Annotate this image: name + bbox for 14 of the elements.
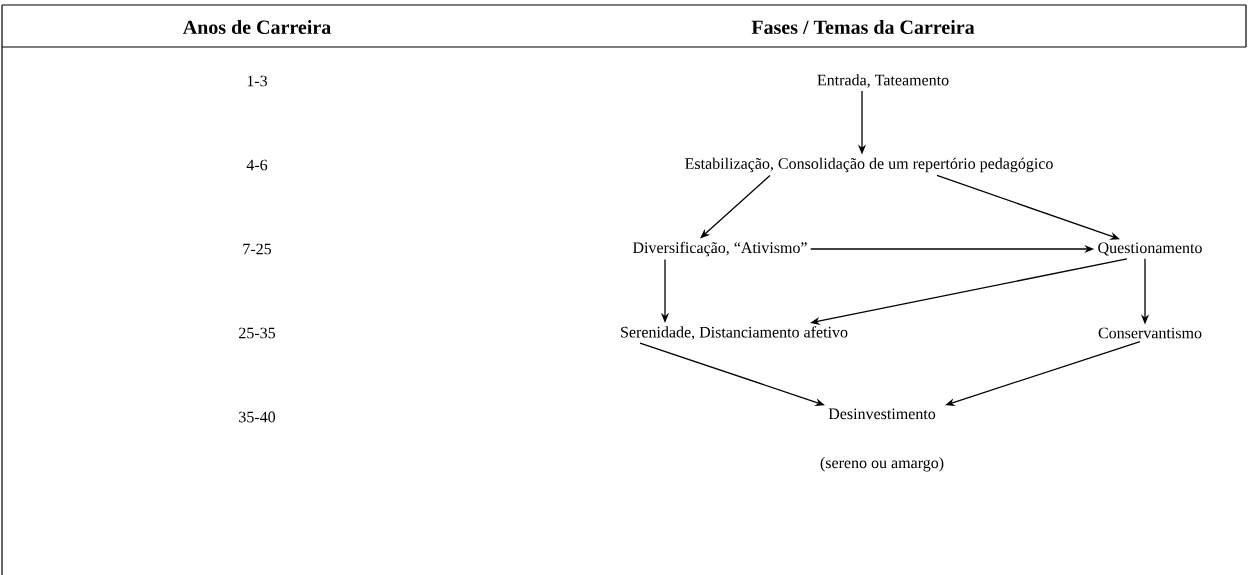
column-header: Fases / Temas da Carreira <box>751 19 975 35</box>
year-range: 35-40 <box>239 411 276 423</box>
phase-text: Diversificação, “Ativismo” <box>632 241 807 257</box>
year-range: 4-6 <box>246 159 268 171</box>
column-header: Anos de Carreira <box>182 19 331 35</box>
phase-text: Entrada, Tateamento <box>817 74 949 88</box>
year-range: 25-35 <box>239 327 276 339</box>
year-range: 1-3 <box>247 75 268 87</box>
year-range: 7-25 <box>243 243 272 255</box>
phase-text: Serenidade, Distanciamento afetivo <box>621 326 848 340</box>
phase-text: Questionamento <box>1098 242 1202 256</box>
phase-text: Estabilização, Consolidação de um repertório pedagógico <box>685 157 1053 173</box>
phase-text: Conservantismo <box>1098 327 1202 339</box>
phase-text: Desinvestimento (sereno ou amargo) <box>820 408 944 472</box>
